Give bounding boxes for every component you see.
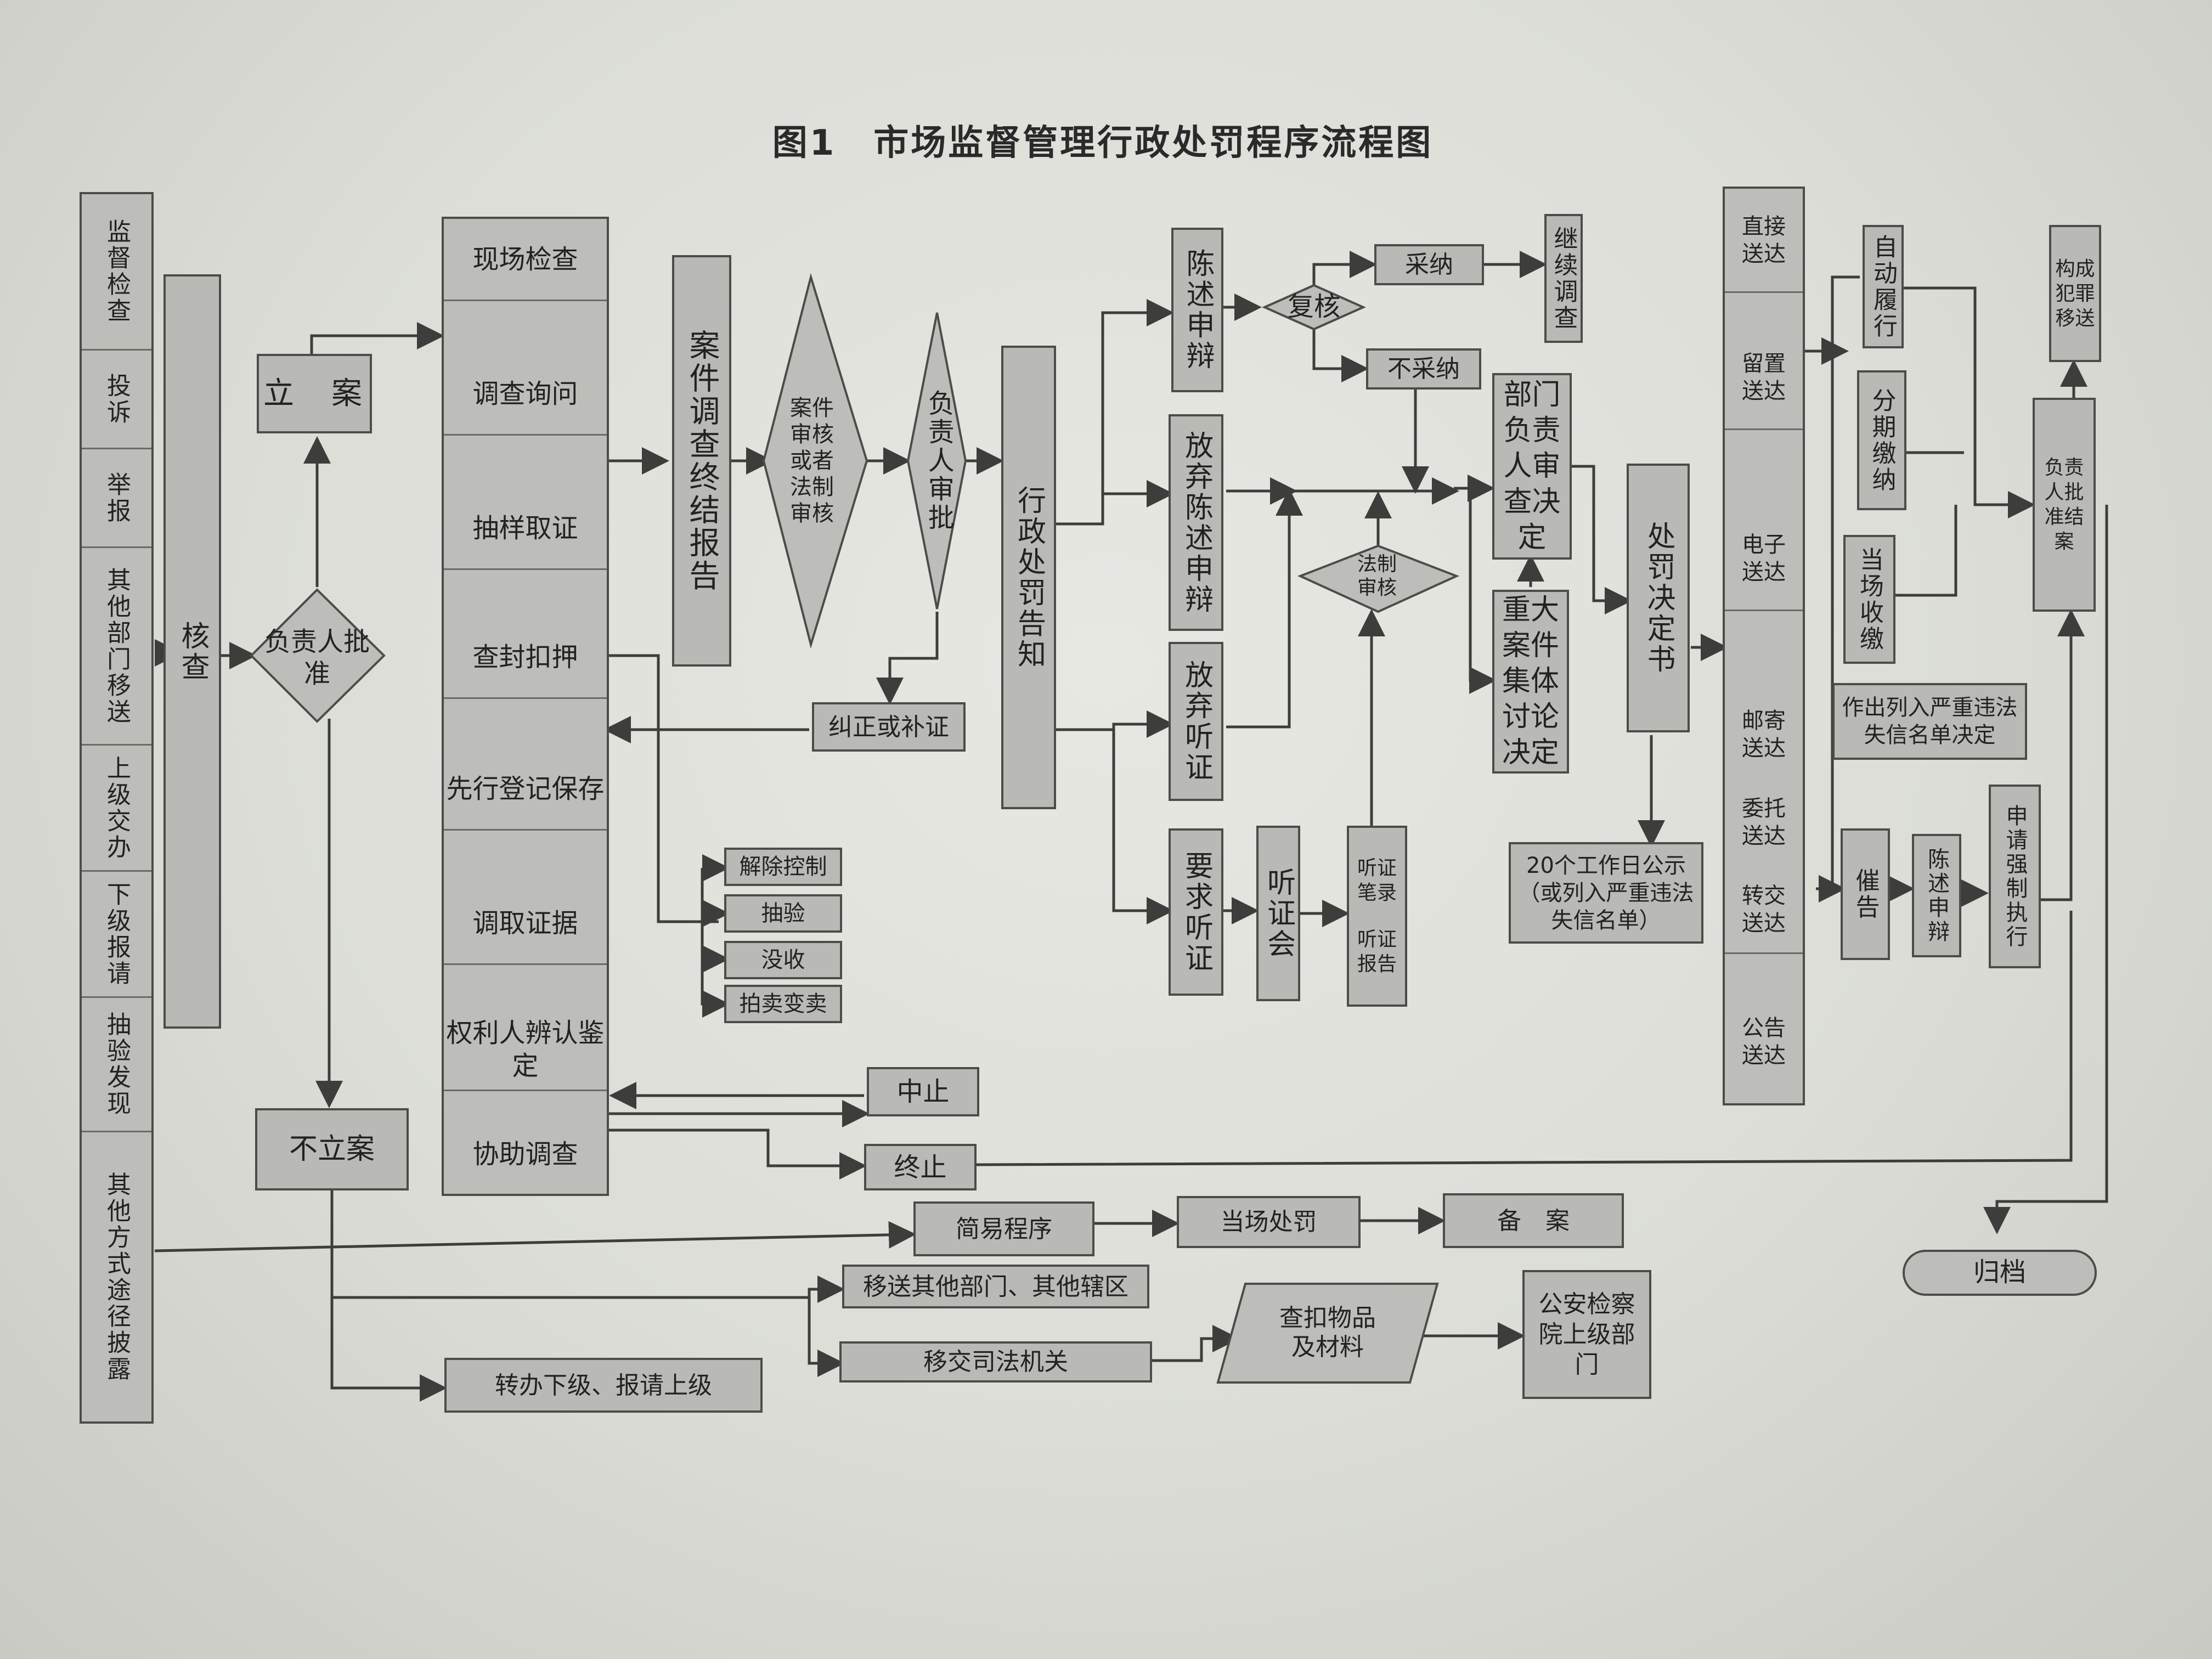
hearing-record-label: 听证笔录 [1357, 857, 1397, 904]
urge-box: 催告 [1841, 828, 1890, 960]
on-site-collect-box: 当场收缴 [1843, 535, 1895, 664]
simple-procedure-box: 简易程序 [913, 1201, 1094, 1256]
no-case-box: 不立案 [255, 1108, 409, 1190]
review-diamond-label: 案件审核或者法制审核 [790, 396, 834, 526]
hearing-box: 听证会 [1256, 826, 1300, 1001]
waive-hearing-box: 放弃听证 [1169, 642, 1223, 801]
head-approval-diamond [906, 312, 967, 610]
sources-column: 监督检查 投诉 举报 其他部门移送 上级交办 下级报请 抽验发现 其他方式途径披… [80, 192, 154, 1424]
investigation-item: 现场检查 [444, 219, 607, 301]
re-review-diamond [1262, 284, 1366, 331]
investigation-item: 调查询问 [444, 353, 607, 436]
penalty-notice-box: 行政处罚告知 [1001, 346, 1056, 809]
diagram-title: 图1 市场监督管理行政处罚程序流程图 [772, 123, 1434, 163]
investigation-item: 调取证据 [444, 883, 607, 965]
delivery-item: 留置送达 [1725, 326, 1803, 430]
major-case-discussion-box: 重大案件集体讨论决定 [1492, 590, 1569, 774]
delivery-item: 公告送达 [1742, 1015, 1786, 1068]
delivery-item: 转交送达 [1725, 866, 1803, 954]
delivery-item: 电子送达 [1725, 507, 1803, 611]
verify-box: 核查 [163, 274, 221, 1029]
dept-head-decision-box: 部门负责人审查决定 [1492, 373, 1572, 560]
investigation-item: 协助调查 [472, 1139, 578, 1170]
reject-box: 不采纳 [1366, 348, 1481, 390]
continue-investigation-box: 继续调查 [1544, 214, 1583, 343]
crime-transfer-box: 构成犯罪移送 [2049, 225, 2101, 362]
close-case-box: 负责人批准结案 [2033, 398, 2096, 612]
hearing-report-label: 听证报告 [1357, 928, 1397, 975]
archive-label: 归档 [1973, 1257, 2026, 1288]
source-item: 下级报请 [82, 872, 151, 998]
head-approval-label: 负责人审批 [923, 390, 954, 532]
auction-box: 拍卖变卖 [724, 985, 842, 1023]
statement-box: 陈述申辩 [1171, 228, 1223, 392]
source-item: 上级交办 [82, 746, 151, 872]
seized-items-label: 查扣物品及材料 [1279, 1304, 1376, 1361]
police-procuratorate-box: 公安检察院上级部门 [1522, 1270, 1651, 1399]
review-diamond [762, 273, 868, 649]
investigation-item: 抽样取证 [444, 488, 607, 570]
source-item: 举报 [82, 449, 151, 548]
investigation-report-box: 案件调查终结报告 [672, 255, 731, 667]
investigation-item: 先行登记保存 [444, 748, 607, 831]
installment-box: 分期缴纳 [1857, 370, 1906, 510]
transfer-judicial-box: 移交司法机关 [839, 1341, 1152, 1383]
delivery-item: 邮寄送达 [1742, 708, 1786, 761]
source-item: 投诉 [82, 351, 151, 449]
source-item: 其他方式途径披露 [103, 1171, 131, 1383]
hearing-record-box: 听证笔录 听证报告 [1347, 826, 1407, 1007]
record-box: 备 案 [1443, 1193, 1624, 1248]
re-review-label: 复核 [1287, 291, 1340, 323]
source-item: 抽验发现 [82, 998, 151, 1132]
request-hearing-box: 要求听证 [1169, 828, 1223, 996]
source-item: 其他部门移送 [82, 548, 151, 746]
investigation-item: 查封扣押 [444, 617, 607, 699]
delivery-column: 直接送达 留置送达 电子送达 邮寄送达 委托送达 转交送达 公告送达 [1723, 187, 1805, 1105]
penalty-decision-box: 处罚决定书 [1627, 464, 1690, 732]
blacklist-decision-box: 作出列入严重违法失信名单决定 [1832, 683, 2027, 760]
legal-review-diamond [1297, 544, 1460, 613]
archive-pill [1903, 1250, 2097, 1296]
source-item: 监督检查 [82, 194, 151, 351]
accept-box: 采纳 [1374, 244, 1484, 285]
confiscate-box: 没收 [724, 941, 842, 979]
on-site-penalty-box: 当场处罚 [1177, 1196, 1361, 1248]
file-case-box: 立 案 [257, 354, 372, 433]
legal-review-label: 法制审核 [1357, 552, 1397, 599]
seized-items-parallelogram [1216, 1283, 1439, 1384]
transfer-other-dept-box: 移送其他部门、其他辖区 [842, 1265, 1149, 1308]
sample-test-box: 抽验 [724, 894, 842, 933]
self-perform-box: 自动履行 [1863, 225, 1904, 348]
enforcement-box: 申请强制执行 [1989, 785, 2041, 968]
publicity-box: 20个工作日公示（或列入严重违法失信名单） [1509, 842, 1703, 944]
terminate-box: 终止 [864, 1144, 977, 1190]
approval-diamond-label: 负责人批准 [264, 627, 370, 689]
approval-diamond [250, 588, 386, 723]
delivery-item: 委托送达 [1742, 796, 1786, 849]
transfer-lower-upper-box: 转办下级、报请上级 [444, 1358, 763, 1413]
statement2-box: 陈述申辩 [1912, 834, 1961, 957]
investigation-item: 权利人辨认鉴定 [444, 1009, 607, 1091]
delivery-item: 直接送达 [1725, 189, 1803, 293]
waive-statement-box: 放弃陈述申辩 [1169, 414, 1223, 631]
release-control-box: 解除控制 [724, 848, 842, 886]
suspend-box: 中止 [867, 1067, 979, 1116]
investigation-column: 现场检查 调查询问 抽样取证 查封扣押 先行登记保存 调取证据 权利人辨认鉴定 … [442, 217, 609, 1196]
correct-box: 纠正或补证 [812, 702, 966, 752]
